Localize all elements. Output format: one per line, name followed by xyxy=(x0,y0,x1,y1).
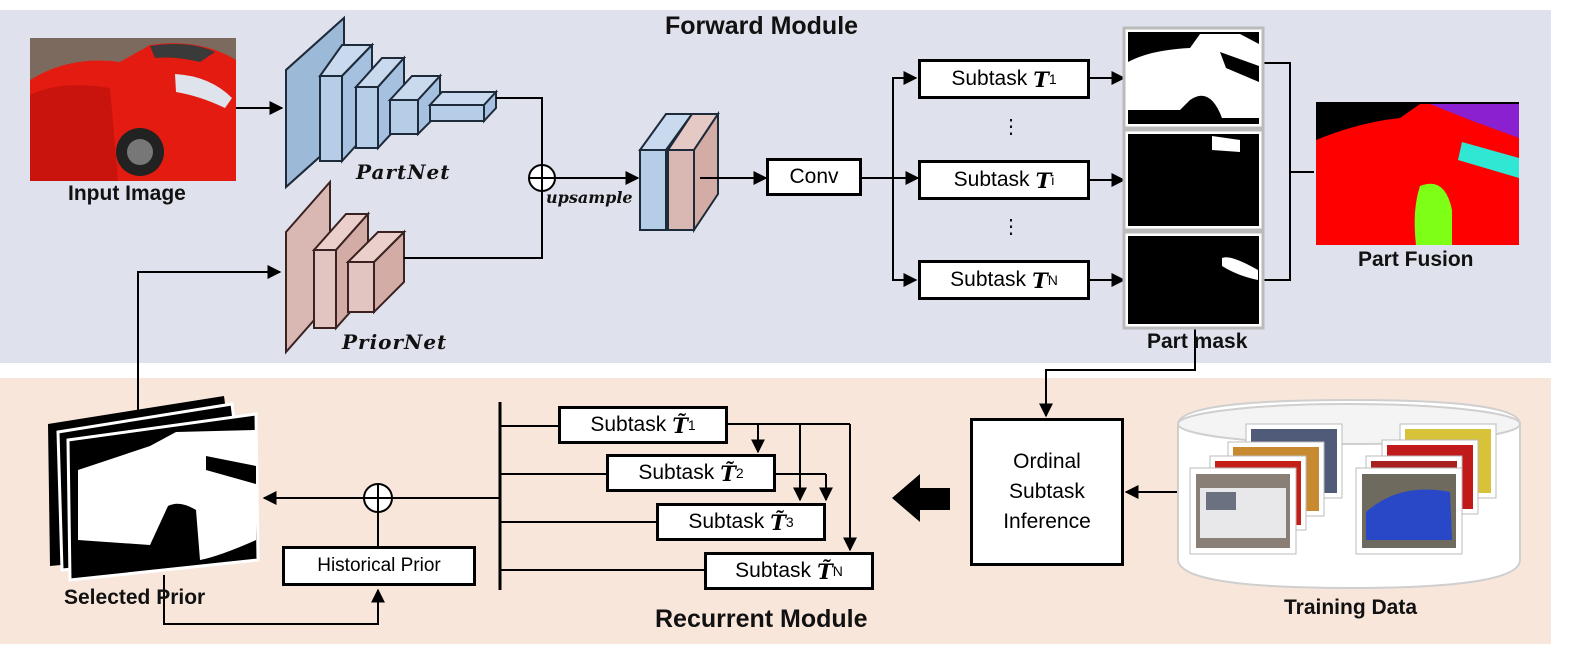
training-data-label: Training Data xyxy=(1284,596,1418,619)
big-left-arrow-icon xyxy=(892,474,950,522)
subtask-label: Subtask xyxy=(735,559,812,582)
subtask-index: 3 xyxy=(785,514,794,530)
recurrent-module-title: Recurrent Module xyxy=(655,605,868,633)
ordinal-subtask-inference-box: Ordinal Subtask Inference xyxy=(970,418,1124,566)
recurrent-subtask-n-box: Subtask T̃N xyxy=(704,552,874,590)
ordinal-line-1: Ordinal xyxy=(1013,450,1081,473)
ellipsis-top: ⋮ xyxy=(1001,116,1021,138)
training-data-cylinder xyxy=(1177,398,1521,590)
subtask-label: Subtask xyxy=(950,268,1027,291)
subtask-var: T̃ xyxy=(720,460,736,486)
subtask-index: 1 xyxy=(1048,71,1057,87)
subtask-var: T̃ xyxy=(770,509,786,535)
part-mask-i xyxy=(1122,128,1265,232)
subtask-var: T xyxy=(1035,167,1052,193)
selected-prior-stack xyxy=(48,396,260,582)
subtask-label: Subtask xyxy=(590,413,667,436)
part-mask-n xyxy=(1122,230,1265,330)
subtask-index: N xyxy=(1047,272,1058,288)
recurrent-subtask-3-box: Subtask T̃3 xyxy=(656,503,826,541)
priornet-label: PriorNet xyxy=(342,330,448,354)
subtask-label: Subtask xyxy=(951,67,1028,90)
subtask-var: T xyxy=(1032,267,1048,293)
part-mask-1 xyxy=(1122,26,1265,130)
conv-box: Conv xyxy=(766,158,862,196)
priornet-layers xyxy=(285,179,407,355)
subtask-var: T̃ xyxy=(817,558,833,584)
recurrent-subtask-2-box: Subtask T̃2 xyxy=(606,454,776,492)
ordinal-line-3: Inference xyxy=(1003,510,1091,533)
part-fusion-label: Part Fusion xyxy=(1358,248,1474,271)
partnet-layers xyxy=(285,15,499,190)
recurrent-connectors xyxy=(137,265,1180,625)
input-car-image xyxy=(30,38,236,181)
historical-prior-label: Historical Prior xyxy=(317,555,441,576)
recurrent-subtask-1-box: Subtask T̃1 xyxy=(558,406,728,444)
conv-label: Conv xyxy=(789,165,839,188)
partnet-label: PartNet xyxy=(356,160,451,184)
forward-module-title: Forward Module xyxy=(665,12,859,40)
forward-connectors xyxy=(236,62,1314,418)
subtask-index: i xyxy=(1051,172,1055,188)
part-fusion-image xyxy=(1316,102,1519,245)
ellipsis-bottom: ⋮ xyxy=(1001,216,1021,238)
subtask-index: 2 xyxy=(735,465,744,481)
upsample-label: upsample xyxy=(546,188,633,207)
historical-prior-box: Historical Prior xyxy=(282,546,476,586)
subtask-index: N xyxy=(832,563,843,579)
input-image-label: Input Image xyxy=(68,182,186,205)
subtask-var: T̃ xyxy=(672,412,688,438)
fused-feature-block xyxy=(638,110,720,234)
subtask-label: Subtask xyxy=(688,510,765,533)
subtask-index: 1 xyxy=(687,417,696,433)
subtask-label: Subtask xyxy=(953,168,1030,191)
subtask-var: T xyxy=(1033,66,1049,92)
ordinal-line-2: Subtask xyxy=(1009,480,1085,503)
subtask-label: Subtask xyxy=(638,461,715,484)
part-mask-label: Part mask xyxy=(1147,330,1248,353)
selected-prior-label: Selected Prior xyxy=(64,586,206,609)
